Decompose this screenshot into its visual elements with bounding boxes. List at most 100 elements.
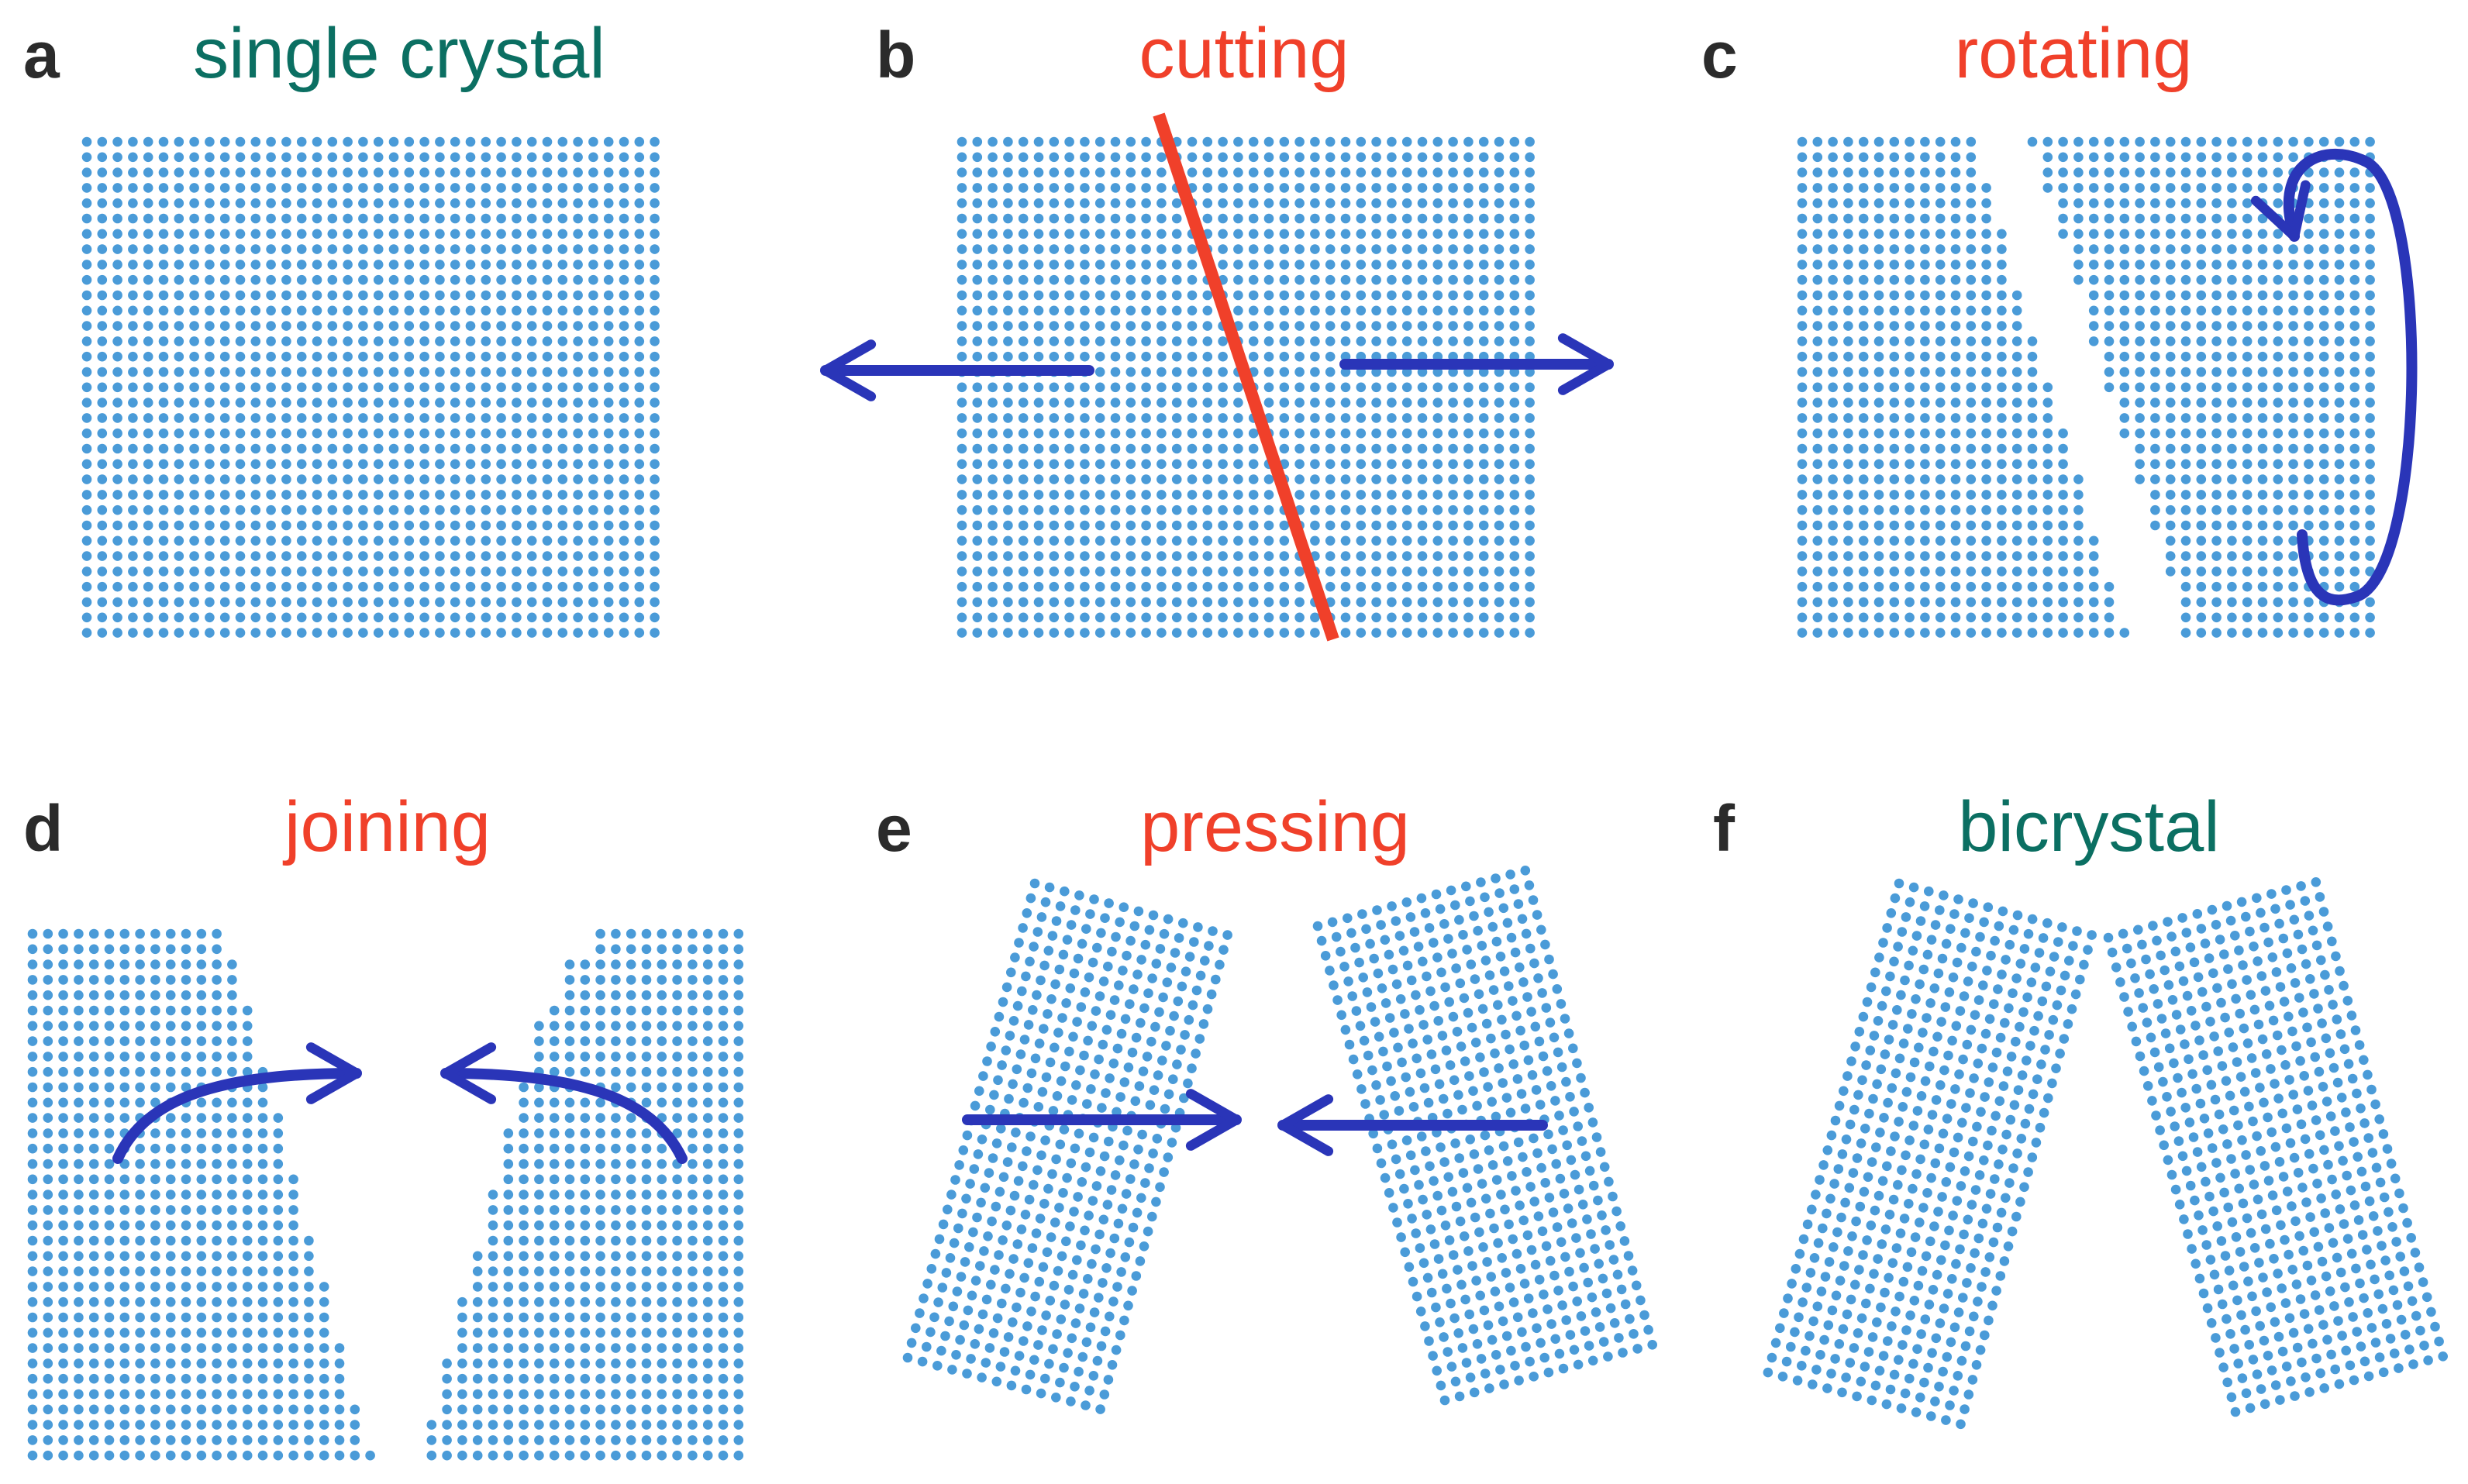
atom	[1904, 535, 1915, 546]
atom	[588, 260, 598, 270]
atom	[205, 229, 215, 239]
atom	[1022, 908, 1032, 918]
atom	[212, 944, 222, 955]
atom	[1935, 459, 1946, 470]
atom	[512, 152, 522, 163]
atom	[2365, 290, 2375, 301]
atom	[1387, 274, 1397, 285]
atom	[1233, 597, 1243, 608]
atom	[257, 1420, 268, 1430]
atom	[319, 1312, 329, 1323]
atom	[88, 1066, 99, 1077]
atom	[242, 1312, 253, 1323]
atom	[557, 244, 568, 254]
atom	[1401, 244, 1412, 254]
atom	[2165, 305, 2176, 316]
atom	[104, 1113, 115, 1123]
atom	[119, 1021, 130, 1031]
atom	[657, 928, 667, 939]
atom	[1904, 198, 1915, 208]
atom	[404, 183, 415, 193]
atom	[58, 1190, 68, 1200]
atom	[534, 1082, 544, 1093]
atom	[641, 1296, 652, 1307]
atom	[43, 1404, 53, 1415]
atom	[1401, 382, 1412, 393]
atom	[1417, 183, 1428, 193]
atom	[181, 1435, 191, 1445]
atom	[657, 1358, 667, 1369]
atom	[1279, 443, 1290, 454]
atom	[588, 566, 598, 577]
atom	[1294, 490, 1305, 500]
atom	[1141, 213, 1151, 224]
atom	[496, 551, 506, 561]
atom	[1843, 351, 1853, 362]
atom	[1033, 152, 1044, 163]
atom	[1094, 628, 1105, 638]
atom	[312, 290, 322, 301]
atom	[580, 1266, 591, 1276]
atom	[672, 1404, 682, 1415]
atom	[1061, 998, 1071, 1008]
atom	[1233, 260, 1243, 270]
atom	[181, 1190, 191, 1200]
atom	[205, 152, 215, 163]
atom	[1509, 413, 1520, 423]
atom	[2135, 260, 2145, 270]
atom	[404, 229, 415, 239]
atom	[988, 520, 998, 531]
atom	[2211, 428, 2222, 439]
atom	[128, 244, 138, 254]
atom	[641, 1143, 652, 1154]
atom	[2304, 229, 2314, 239]
atom	[281, 490, 291, 500]
atom	[1279, 274, 1290, 285]
atom	[442, 1450, 452, 1461]
atom	[972, 382, 983, 393]
atom	[2211, 152, 2222, 163]
atom	[419, 321, 429, 331]
atom	[1448, 551, 1458, 561]
atom	[1525, 167, 1535, 177]
atom	[358, 566, 368, 577]
atom	[465, 367, 476, 377]
atom	[165, 1036, 176, 1046]
atom	[1023, 1020, 1034, 1030]
atom	[1310, 229, 1320, 239]
atom	[1218, 229, 1228, 239]
atom	[557, 597, 568, 608]
atom	[1920, 367, 1930, 377]
atom	[104, 1282, 115, 1292]
atom	[564, 1066, 575, 1077]
atom	[235, 244, 246, 254]
atom	[128, 551, 138, 561]
atom	[1448, 198, 1458, 208]
atom	[1371, 597, 1381, 608]
atom	[373, 152, 384, 163]
atom	[304, 1343, 314, 1353]
atom	[219, 551, 230, 561]
atom	[2334, 336, 2345, 346]
atom	[2150, 183, 2160, 193]
atom	[1966, 628, 1977, 638]
atom	[1494, 504, 1505, 515]
atom	[1171, 474, 1182, 484]
atom	[2304, 413, 2314, 423]
atom	[626, 990, 636, 1000]
atom	[626, 1082, 636, 1093]
atom	[957, 474, 967, 484]
atom	[564, 1358, 575, 1369]
atom	[227, 1113, 237, 1123]
atom	[526, 443, 537, 454]
atom	[388, 504, 399, 515]
atom	[496, 305, 506, 316]
atom	[2073, 474, 2084, 484]
atom	[2073, 597, 2084, 608]
atom	[2304, 336, 2314, 346]
atom	[81, 167, 92, 177]
atom	[235, 351, 246, 362]
atom	[81, 474, 92, 484]
atom	[150, 1343, 160, 1353]
atom	[174, 581, 184, 592]
